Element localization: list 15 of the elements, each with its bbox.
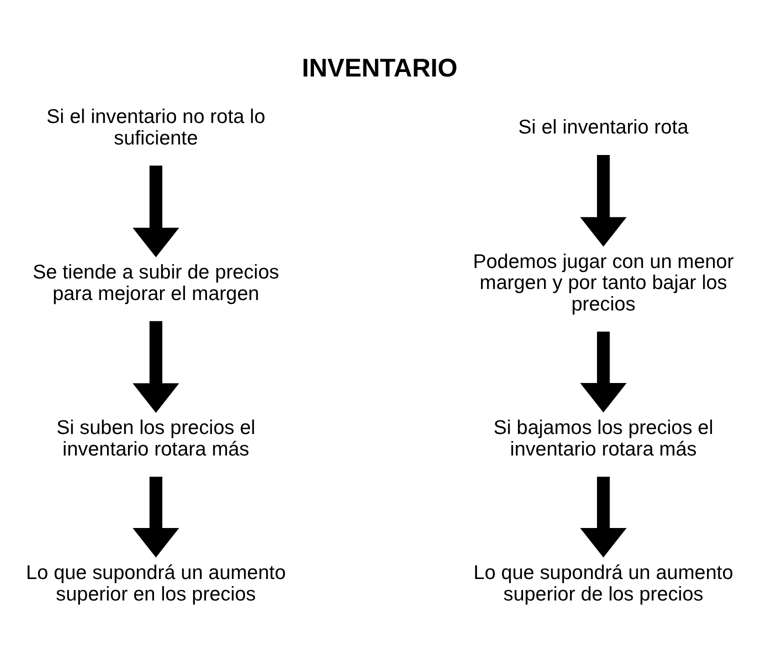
node-text: Se tiende a subir de precios para mejorar el margen [32,261,280,304]
node-text: Lo que supondrá un aumento superior de los precios [474,561,734,605]
arrow [132,476,180,557]
arrow [580,154,627,246]
node-text: Si el inventario no rota lo suficiente [46,105,266,149]
node-text: Si suben los precios el inventario rotara más [56,416,256,460]
node-text: Si bajamos los precios el inventario rotara más [493,416,714,460]
arrow [132,320,180,412]
diagram-title: INVENTARIO [302,54,458,82]
arrow [580,331,627,412]
arrow [580,476,627,557]
node-text: Si el inventario rota [518,116,688,138]
arrow [132,165,180,257]
node-text: Lo que supondrá un aumento superior en los precios [26,561,286,605]
node-text: Podemos jugar con un menor margen y por tanto bajar los precios [473,250,734,316]
